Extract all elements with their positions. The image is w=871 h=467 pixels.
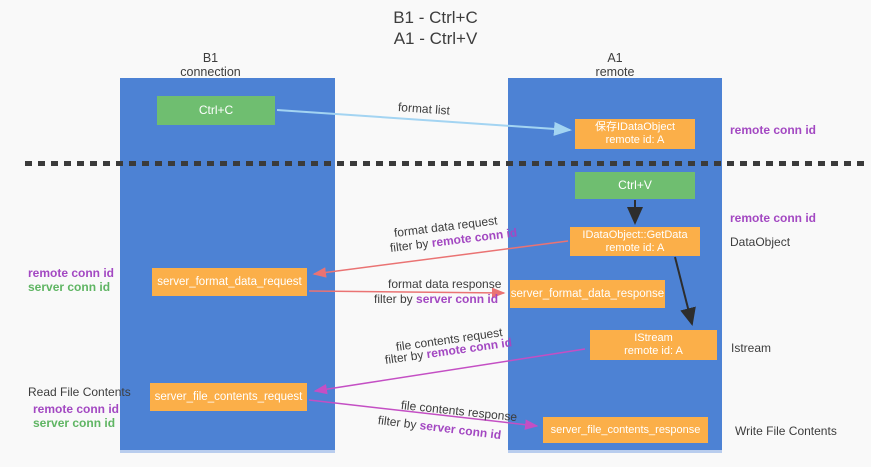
file-request-label: server_file_contents_request [154, 390, 303, 403]
filter-prefix: filter by [384, 347, 428, 367]
istream-line1: IStream [634, 332, 673, 344]
format-list-label: format list [397, 100, 451, 118]
dashed-divider [25, 161, 867, 166]
server-conn-id-label-left-top: server conn id [28, 280, 111, 294]
format-response-label: server_format_data_response [510, 287, 665, 300]
filter-highlight: server conn id [418, 418, 502, 443]
getdata-line1: IDataObject::GetData [582, 228, 688, 241]
save-dataobject-line1: 保存IDataObject [594, 121, 676, 133]
ctrl-v-label: Ctrl+V [618, 178, 652, 192]
lane-a1-role: remote [595, 65, 635, 79]
filter-by-server-conn-id-label-1: filter by server conn id [374, 292, 498, 306]
format-response-box: server_format_data_response [510, 280, 665, 308]
server-conn-id-label-left-bottom: server conn id [33, 416, 116, 430]
filter-highlight: server conn id [416, 292, 499, 306]
title-line-1: B1 - Ctrl+C [393, 8, 478, 27]
format-request-label: server_format_data_request [157, 275, 302, 288]
ctrl-c-label: Ctrl+C [198, 103, 234, 117]
istream-label: Istream [731, 341, 772, 355]
dataobject-label: DataObject [730, 235, 791, 249]
istream-line2: remote id: A [624, 345, 683, 357]
getdata-line2: remote id: A [605, 241, 665, 254]
remote-conn-id-label-left-bottom: remote conn id [33, 402, 120, 416]
lane-b1-role: connection [180, 65, 241, 79]
filter-prefix: filter by [377, 413, 421, 433]
file-request-box: server_file_contents_request [150, 383, 307, 411]
remote-conn-id-label-mid-right: remote conn id [730, 211, 817, 225]
remote-conn-id-label-top-right: remote conn id [730, 123, 817, 137]
diagram-title: B1 - Ctrl+C A1 - Ctrl+V [0, 7, 871, 49]
format-data-response-label: format data response [388, 277, 502, 291]
file-response-label: server_file_contents_response [550, 423, 701, 436]
write-file-contents-label: Write File Contents [735, 424, 837, 438]
title-line-2: A1 - Ctrl+V [393, 29, 478, 48]
lane-header-a1: A1 remote [508, 51, 722, 79]
istream-box: IStream remote id: A [590, 330, 717, 360]
lane-a1-name: A1 [607, 51, 623, 65]
filter-prefix: filter by [374, 292, 417, 306]
file-response-box: server_file_contents_response [543, 417, 708, 443]
getdata-box: IDataObject::GetData remote id: A [570, 227, 700, 256]
lane-b1-name: B1 [202, 51, 219, 65]
lane-header-b1: B1 connection [103, 51, 318, 79]
format-request-box: server_format_data_request [152, 268, 307, 296]
ctrl-c-box: Ctrl+C [157, 96, 275, 125]
save-dataobject-box: 保存IDataObject remote id: A [575, 119, 695, 149]
remote-conn-id-label-left-top: remote conn id [28, 266, 115, 280]
save-dataobject-line2: remote id: A [605, 134, 665, 146]
ctrl-v-box: Ctrl+V [575, 172, 695, 199]
read-file-contents-label: Read File Contents [28, 385, 131, 399]
